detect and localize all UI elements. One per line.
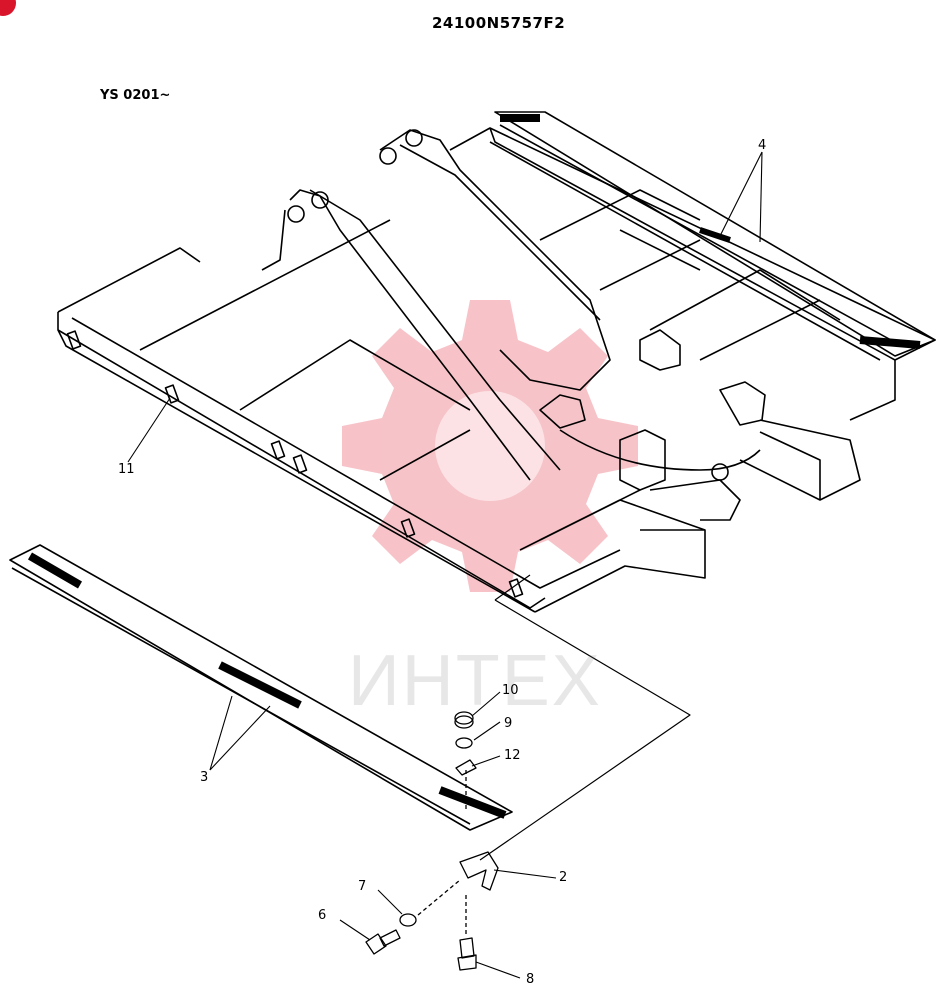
- rail-slots: [66, 330, 524, 598]
- callout-10: 10: [502, 683, 519, 698]
- callout-4: 4: [758, 138, 767, 153]
- corner-badge: [0, 0, 16, 16]
- step-strip-front: [9, 544, 513, 831]
- frame-rail-rear: [449, 127, 936, 501]
- callout-9: 9: [504, 716, 513, 731]
- callout-6: 6: [318, 908, 327, 923]
- lift-arm-right: [379, 129, 611, 391]
- callout-7: 7: [358, 879, 367, 894]
- callout-3: 3: [200, 770, 209, 785]
- center-brackets: [539, 329, 766, 521]
- frame-rail-front: [57, 247, 706, 613]
- callout-leaders: [127, 151, 763, 979]
- watermark-text: ИНТЕХ: [348, 641, 602, 721]
- serial-range-label: YS 0201~: [100, 88, 171, 103]
- watermark-gear-logo: [342, 300, 638, 592]
- lift-arm-left: [261, 189, 561, 481]
- callout-8: 8: [526, 972, 535, 987]
- callout-12: 12: [504, 748, 521, 763]
- callout-11: 11: [118, 462, 135, 477]
- hardware-stack: [365, 711, 499, 971]
- part-number-title: 24100N5757F2: [432, 14, 566, 32]
- step-strip-rear: [489, 111, 936, 361]
- callout-2: 2: [559, 870, 568, 885]
- detail-leader-box: [479, 574, 691, 861]
